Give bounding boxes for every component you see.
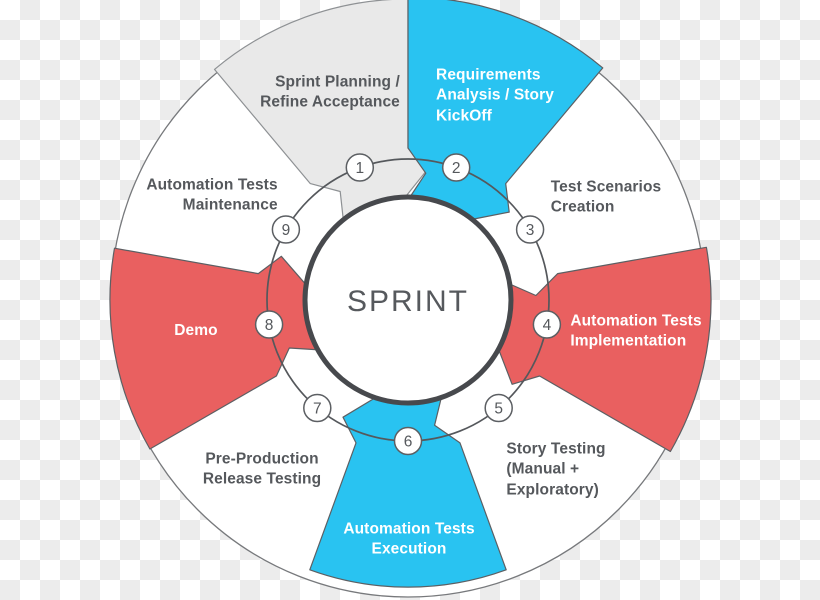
step-badge-3: 3 <box>515 215 545 244</box>
step-badges: 1 2 3 4 5 6 7 <box>254 153 562 456</box>
badge-circle <box>303 393 332 423</box>
badge-number: 5 <box>494 401 503 418</box>
step-badge-5: 5 <box>484 393 513 423</box>
step-badge-8: 8 <box>254 310 284 339</box>
step-badge-2: 2 <box>441 153 471 182</box>
step-badge-1: 1 <box>345 153 375 182</box>
segment-label-test-scenarios: Test Scenarios Creation <box>550 178 662 216</box>
badge-circle <box>515 215 545 244</box>
badge-number: 6 <box>404 434 413 451</box>
segment-label-automation-execution: Automation Tests Execution <box>343 520 475 558</box>
center-circle <box>302 194 514 406</box>
segment-label-pre-production: Pre-Production Release Testing <box>202 450 322 488</box>
segment-label-requirements: Requirements Analysis / Story KickOff <box>436 66 554 125</box>
badge-number: 4 <box>543 317 552 334</box>
segment-label-sprint-planning: Sprint Planning / Refine Acceptance <box>260 73 400 111</box>
step-badge-4: 4 <box>532 310 562 339</box>
badge-circle <box>484 393 513 423</box>
badge-number: 1 <box>355 160 364 177</box>
badge-number: 9 <box>282 222 291 239</box>
step-badge-7: 7 <box>303 393 332 423</box>
badge-circle <box>345 153 375 182</box>
center-label: SPRINT <box>347 285 469 318</box>
badge-circle <box>393 426 423 456</box>
segment-label-automation-implementation: Automation Tests Implementation <box>570 312 702 350</box>
segment-label-story-testing: Story Testing (Manual + Exploratory) <box>506 440 606 499</box>
step-badge-6: 6 <box>393 426 423 456</box>
badge-circle <box>271 215 301 244</box>
badge-number: 8 <box>265 317 274 334</box>
badge-number: 7 <box>313 401 322 418</box>
step-badge-9: 9 <box>271 215 301 244</box>
segment-label-demo: Demo <box>174 321 218 339</box>
badge-circle <box>441 153 471 182</box>
badge-number: 3 <box>526 222 535 239</box>
segment-label-automation-maintenance: Automation Tests Maintenance <box>146 176 278 214</box>
badge-circle <box>532 310 562 339</box>
badge-number: 2 <box>452 160 461 177</box>
badge-circle <box>254 310 284 339</box>
